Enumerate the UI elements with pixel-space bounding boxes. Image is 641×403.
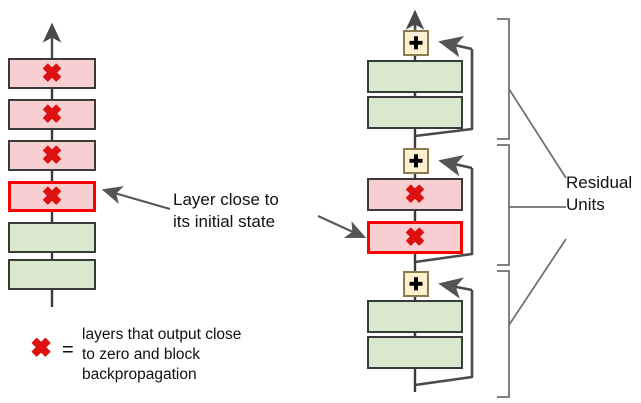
layer-box-unit1-1 bbox=[367, 60, 463, 93]
layer-box-plain-4-highlighted: ✖ bbox=[8, 181, 96, 212]
plus-icon: ✚ bbox=[408, 151, 424, 171]
x-mark-icon: ✖ bbox=[405, 181, 425, 207]
x-mark-icon: ✖ bbox=[42, 142, 62, 168]
layer-box-plain-6 bbox=[8, 259, 96, 290]
plus-icon: ✚ bbox=[408, 33, 424, 53]
layer-box-plain-1: ✖ bbox=[8, 58, 96, 89]
x-mark-icon: ✖ bbox=[42, 101, 62, 127]
residual-units-label: Residual Units bbox=[566, 173, 633, 214]
residual-adder-1: ✚ bbox=[403, 30, 429, 56]
legend-equals-sign: = bbox=[62, 339, 74, 361]
legend-description: layers that output close to zero and blo… bbox=[82, 326, 242, 384]
plus-icon: ✚ bbox=[408, 274, 424, 294]
layer-box-unit2-2-highlighted: ✖ bbox=[367, 221, 463, 254]
residual-adder-2: ✚ bbox=[403, 148, 429, 174]
residual-unit-brackets bbox=[497, 18, 567, 398]
layer-box-unit3-2 bbox=[367, 336, 463, 369]
layer-box-unit1-2 bbox=[367, 96, 463, 129]
x-mark-icon: ✖ bbox=[405, 224, 425, 250]
layer-box-unit2-1: ✖ bbox=[367, 178, 463, 211]
layer-close-note: Layer close to its initial state bbox=[173, 190, 279, 231]
legend-x-mark-icon: ✖ bbox=[31, 335, 52, 362]
layer-box-plain-3: ✖ bbox=[8, 140, 96, 171]
layer-box-plain-2: ✖ bbox=[8, 99, 96, 130]
layer-box-plain-5 bbox=[8, 222, 96, 253]
residual-adder-3: ✚ bbox=[403, 271, 429, 297]
annotation-arrow-left bbox=[101, 186, 171, 211]
layer-box-unit3-1 bbox=[367, 300, 463, 333]
annotation-arrow-right bbox=[317, 214, 367, 239]
x-mark-icon: ✖ bbox=[42, 60, 62, 86]
x-mark-icon: ✖ bbox=[42, 183, 62, 209]
